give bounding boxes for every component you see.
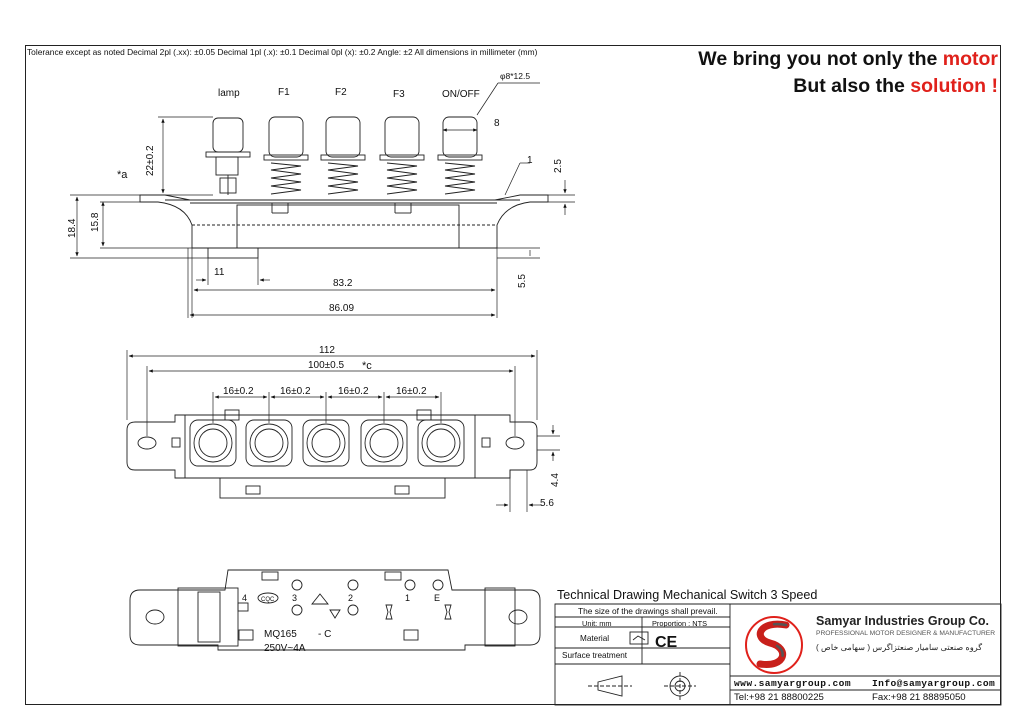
material-label: Material [580, 634, 610, 643]
website-link[interactable]: www.samyargroup.com [734, 678, 851, 689]
dim-pitch-3: 16±0.2 [338, 386, 369, 397]
marking-term-2: 2 [348, 593, 353, 603]
label-onoff: ON/OFF [442, 89, 480, 100]
marking-term-e: E [434, 593, 440, 603]
slogan-line-2-text: But also the [793, 75, 911, 97]
dim-overall-112: 112 [319, 345, 335, 356]
button-onoff [437, 116, 483, 195]
cert-icon [629, 631, 649, 645]
dim-pitch-total: 100±0.5 [308, 360, 345, 371]
fax-number: Fax:+98 21 88895050 [872, 692, 966, 703]
dim-pitch-4: 16±0.2 [396, 386, 427, 397]
dim-h-18-4: 18.4 [67, 218, 78, 238]
dim-w-11: 11 [214, 267, 225, 278]
label-f3: F3 [393, 89, 405, 100]
slogan-line-2: But also the solution ! [793, 75, 998, 98]
company-tagline: PROFESSIONAL MOTOR DESIGNER & MANUFACTUR… [816, 630, 996, 637]
email-link[interactable]: Info@samyargroup.com [872, 678, 996, 689]
tolerance-note: Tolerance except as noted Decimal 2pl (.… [27, 47, 538, 57]
dim-h-5-5: 5.5 [517, 274, 528, 288]
dim-flange-thk: 2.5 [553, 159, 564, 173]
sheet-border [25, 45, 1001, 705]
slogan-line-2-highlight: solution ! [910, 75, 998, 97]
marking-term-3: 3 [292, 593, 297, 603]
side-view-vertical-labels: 22±0.2 18.4 15.8 5.5 2.5 [67, 145, 564, 288]
samyar-logo-icon [745, 616, 803, 674]
dim-button-dia: φ8*12.5 [500, 71, 530, 81]
plan-view [126, 350, 560, 512]
label-lamp: lamp [218, 88, 240, 99]
marking-model-suffix: - C [318, 629, 331, 640]
plan-view-labels: 112 100±0.5 *c 16±0.2 16±0.2 16±0.2 16±0… [223, 345, 561, 509]
label-f2: F2 [335, 87, 347, 98]
slogan-line-1-text: We bring you not only the [698, 48, 943, 70]
note-star-c: *c [362, 360, 372, 372]
button-f3 [379, 116, 425, 195]
bottom-view [129, 569, 541, 651]
dim-w-86-09: 86.09 [329, 303, 354, 314]
title-block-grid [554, 603, 1002, 706]
marking-rating: 250V~4A [264, 643, 306, 654]
marking-term-1: 1 [405, 593, 410, 603]
side-view-labels: lamp F1 F2 F3 ON/OFF φ8*12.5 8 *a 1 11 8… [117, 71, 533, 314]
side-view [70, 82, 575, 318]
plan-button-5 [417, 419, 465, 467]
size-note: The size of the drawings shall prevail. [578, 606, 718, 616]
callout-1: 1 [527, 155, 533, 166]
marking-cqc: CQC [261, 597, 275, 603]
plan-button-1 [189, 419, 237, 467]
plan-button-2 [245, 419, 293, 467]
slogan-line-1-highlight: motor [942, 48, 998, 70]
proportion-label: Proportion : NTS [652, 619, 708, 628]
plan-button-3 [302, 419, 350, 467]
ce-mark: CE [655, 634, 678, 651]
surface-label: Surface treatment [562, 651, 628, 660]
dim-w-5-6: 5.6 [540, 498, 554, 509]
button-f1 [263, 116, 309, 195]
plan-button-4 [360, 419, 408, 467]
dim-plunger-height: 22±0.2 [145, 145, 156, 176]
note-star-a: *a [117, 169, 128, 181]
dim-pitch-2: 16±0.2 [280, 386, 311, 397]
dim-pitch-1: 16±0.2 [223, 386, 254, 397]
marking-model: MQ165 [264, 629, 297, 640]
drawing-title: Technical Drawing Mechanical Switch 3 Sp… [557, 588, 818, 602]
company-name: Samyar Industries Group Co. [816, 614, 989, 628]
button-f2 [320, 116, 366, 195]
dim-button-width: 8 [494, 118, 500, 129]
dim-h-4-4: 4.4 [550, 473, 561, 487]
bottom-view-markings: MQ165 - C 250V~4A 4 3 2 1 E CQC [242, 593, 440, 654]
label-f1: F1 [278, 87, 290, 98]
phone-number: Tel:+98 21 88800225 [734, 692, 824, 703]
slogan-line-1: We bring you not only the motor [698, 48, 998, 71]
dim-h-15-8: 15.8 [90, 212, 101, 232]
marking-term-4: 4 [242, 593, 247, 603]
company-persian-name: گروه صنعتی سامیار صنعتزاگرس ( سهامی خاص … [816, 643, 983, 652]
dim-w-83-2: 83.2 [333, 278, 353, 289]
unit-label: Unit: mm [582, 619, 612, 628]
